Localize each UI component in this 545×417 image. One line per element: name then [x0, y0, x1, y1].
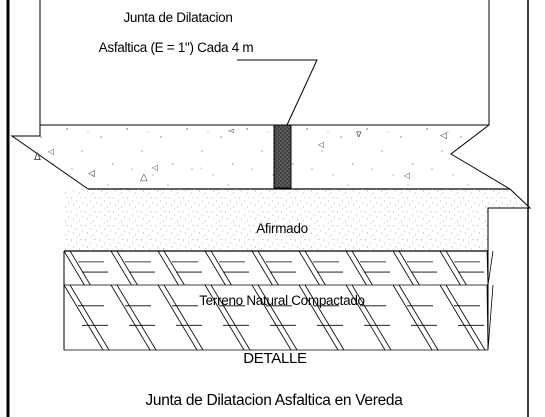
- expansion-joint: [273, 124, 292, 189]
- svg-text:△: △: [140, 172, 148, 183]
- base-layer: [64, 188, 532, 252]
- svg-text:◁: ◁: [440, 130, 447, 140]
- joint-callout-line2: Asfaltica (E = 1") Cada 4 m: [99, 40, 254, 55]
- svg-text:◁: ◁: [47, 147, 54, 156]
- detail-label: DETALLE: [243, 350, 307, 367]
- subgrade-layer-label: Terreno Natural Compactado: [199, 293, 365, 308]
- svg-text:◁: ◁: [88, 168, 95, 178]
- svg-text:◁: ◁: [403, 171, 410, 180]
- base-layer-label: Afirmado: [256, 221, 308, 236]
- concrete-slab: ᐃ ◁ ◁ △ ◁ ◅ ◁ ᐁ ◁ ◁ ·: [10, 0, 511, 190]
- joint-leader-line: [237, 59, 318, 126]
- subgrade-layer: [63, 250, 494, 351]
- svg-text:ᐁ: ᐁ: [356, 130, 362, 139]
- svg-text:◁: ◁: [151, 163, 158, 172]
- svg-text:◅: ◅: [227, 126, 234, 135]
- joint-callout-line1: Junta de Dilatacion: [123, 10, 232, 25]
- drawing-caption: Junta de Dilatacion Asfaltica en Vereda: [145, 392, 403, 409]
- svg-text:ᐃ: ᐃ: [34, 152, 41, 163]
- svg-text:·: ·: [200, 165, 202, 172]
- svg-text:◁: ◁: [317, 140, 324, 149]
